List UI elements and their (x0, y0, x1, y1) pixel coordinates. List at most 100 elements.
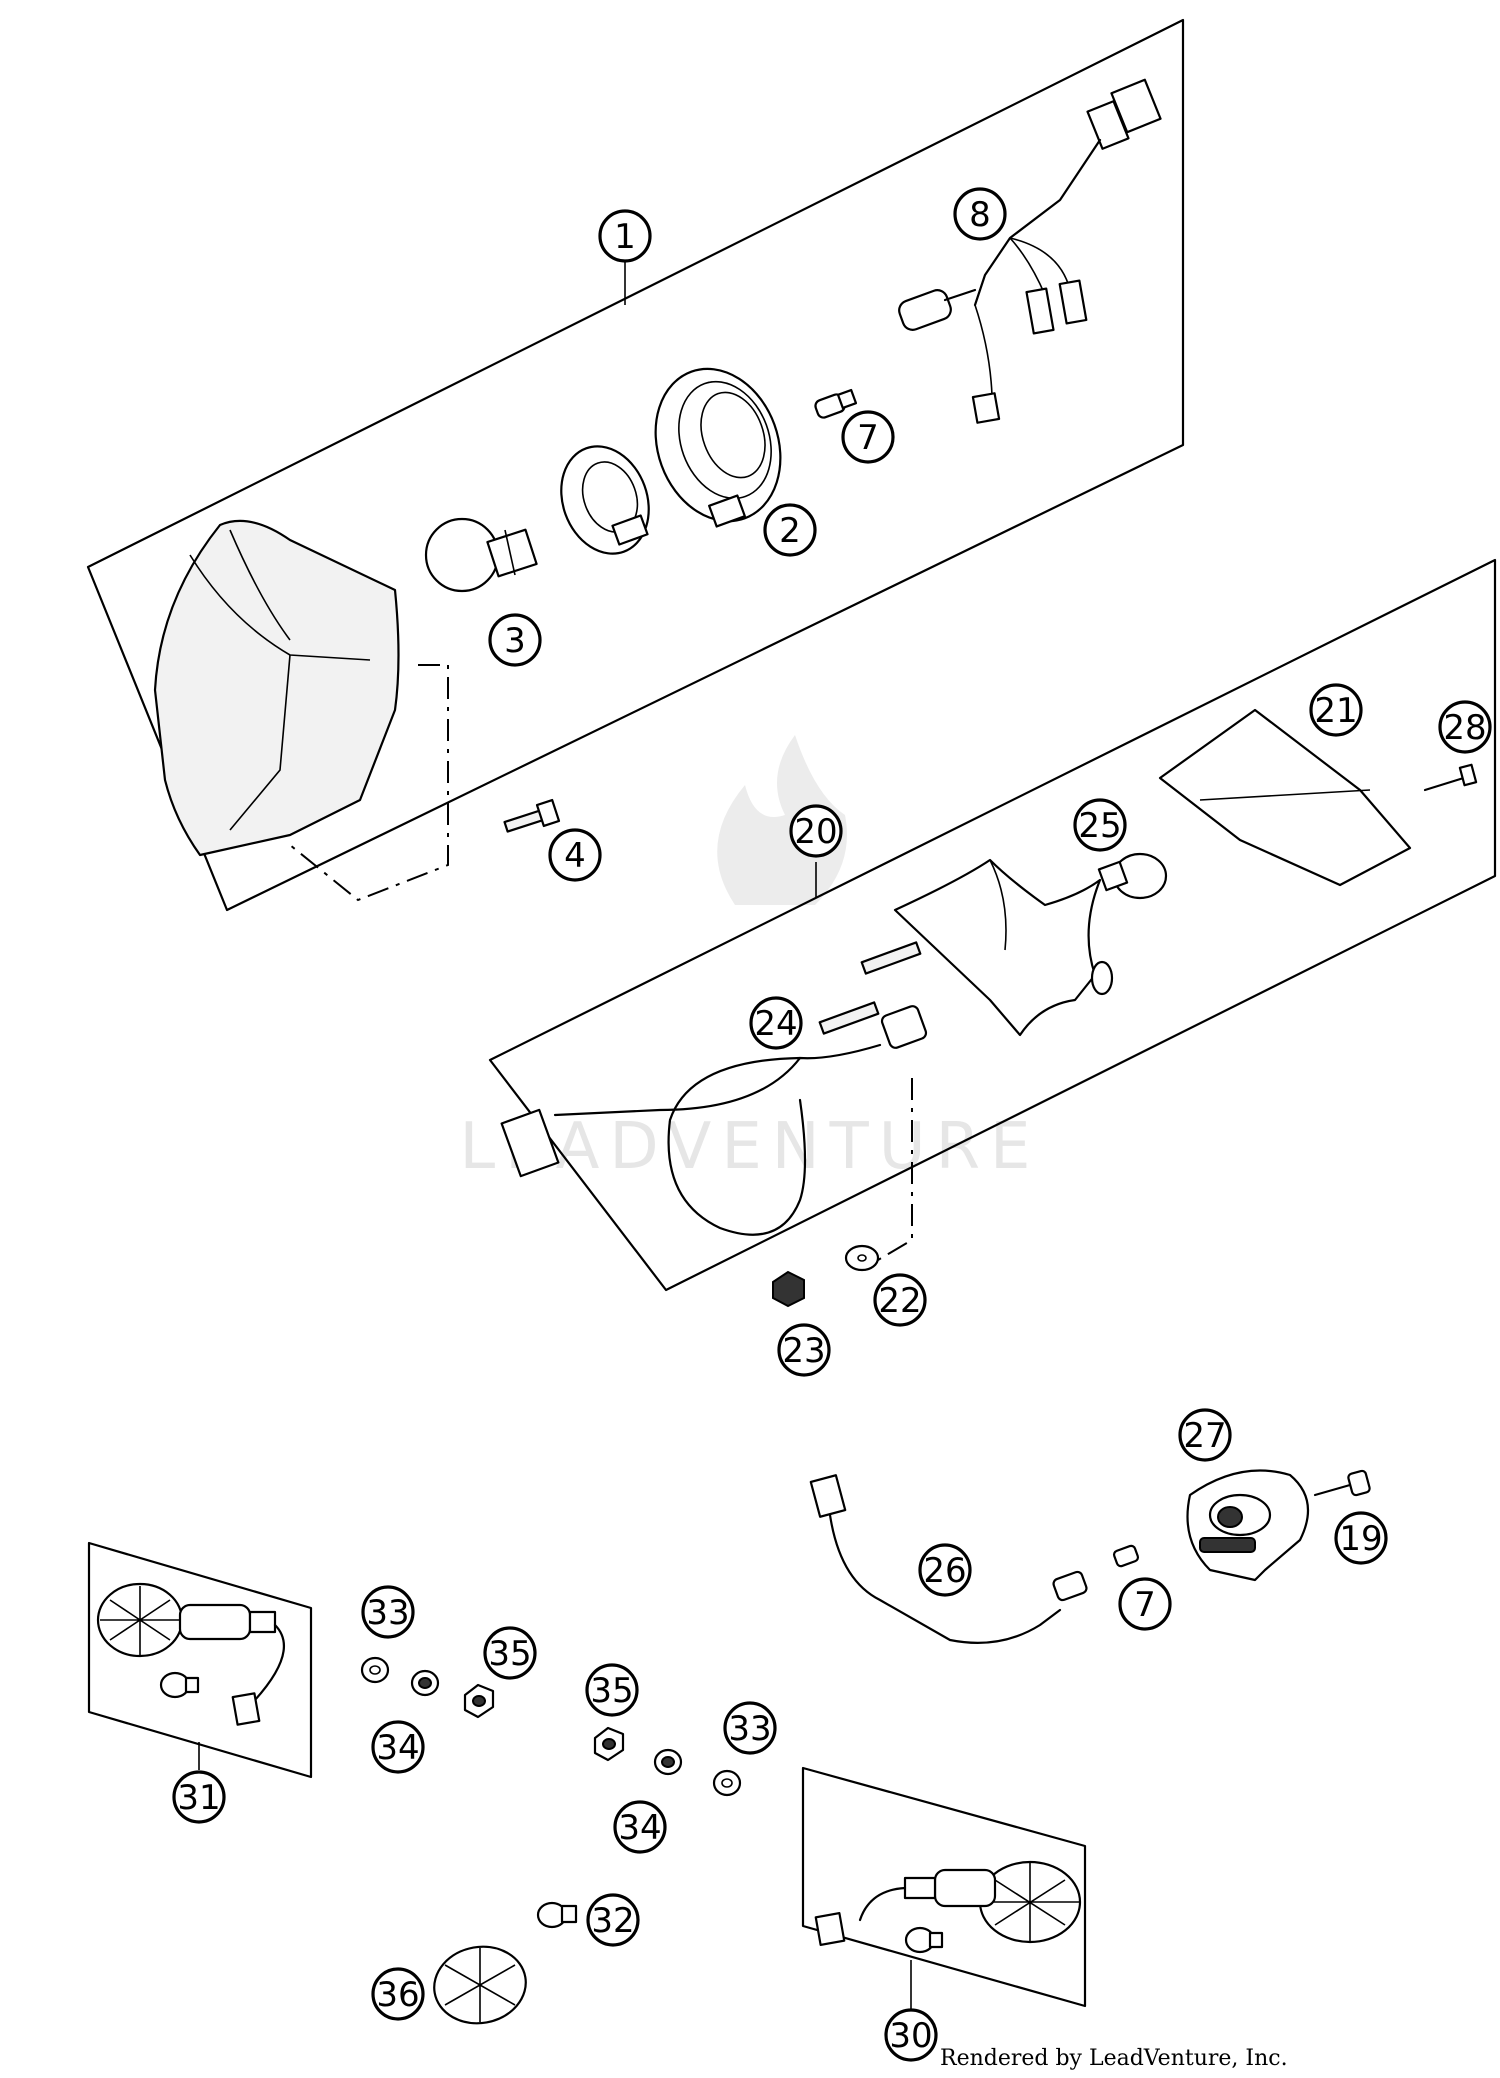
nut-right[interactable] (593, 1726, 625, 1762)
callout-24[interactable]: 24 (749, 996, 803, 1050)
svg-text:22: 22 (878, 1281, 921, 1321)
callout-19[interactable]: 19 (1334, 1511, 1388, 1565)
license-plate-light-group (809, 1469, 1371, 1644)
callout-33-right[interactable]: 33 (723, 1701, 777, 1755)
tail-light-group (488, 558, 1497, 1308)
left-turn-signal-group (87, 1541, 313, 1779)
callout-35-left[interactable]: 35 (483, 1626, 537, 1680)
turn-signal-hardware (360, 1656, 742, 2031)
callout-31[interactable]: 31 (172, 1770, 226, 1824)
svg-text:21: 21 (1314, 691, 1357, 731)
callout-30[interactable]: 30 (884, 2008, 938, 2062)
turn-signal-bulb-spare[interactable] (536, 1901, 578, 1929)
license-light-housing[interactable] (1186, 1469, 1310, 1582)
callout-20[interactable]: 20 (789, 804, 843, 858)
tail-mount-dash-line (877, 1078, 913, 1261)
svg-text:19: 19 (1339, 1519, 1382, 1559)
svg-text:25: 25 (1078, 806, 1121, 846)
headlight-mask[interactable] (153, 519, 400, 857)
headlight-group (86, 18, 1185, 912)
callout-4[interactable]: 4 (548, 828, 602, 882)
svg-text:35: 35 (488, 1634, 531, 1674)
headlight-wiring-harness[interactable] (896, 78, 1162, 424)
tail-light-group-frame (488, 558, 1497, 1292)
mounting-dash-line (289, 664, 449, 902)
license-light-bulb[interactable] (1112, 1544, 1140, 1568)
callout-21[interactable]: 21 (1309, 683, 1363, 737)
svg-text:33: 33 (728, 1709, 771, 1749)
lock-washer-right[interactable] (653, 1748, 683, 1776)
svg-text:4: 4 (564, 836, 586, 876)
tail-lamp-housing[interactable] (893, 858, 1114, 1037)
render-credit: Rendered by LeadVenture, Inc. (940, 2046, 1288, 2071)
license-light-cable[interactable] (809, 1474, 1088, 1644)
svg-text:7: 7 (1134, 1585, 1156, 1625)
callout-28[interactable]: 28 (1438, 700, 1492, 754)
right-turn-signal-bulb[interactable] (904, 1926, 944, 1954)
license-light-screw[interactable] (1313, 1469, 1371, 1497)
washer-right[interactable] (712, 1769, 742, 1797)
right-turn-signal-group (801, 1766, 1087, 2020)
lock-washer-left[interactable] (410, 1669, 440, 1697)
nut[interactable] (772, 1270, 805, 1308)
svg-text:33: 33 (366, 1593, 409, 1633)
parking-light-bulb[interactable] (814, 388, 858, 419)
right-turn-signal[interactable] (814, 1860, 1082, 1946)
bulb-holder-ring[interactable] (547, 434, 664, 566)
callout-7-license[interactable]: 7 (1118, 1577, 1172, 1631)
svg-text:34: 34 (618, 1808, 661, 1848)
callout-1[interactable]: 1 (598, 209, 652, 263)
washer-left[interactable] (360, 1656, 390, 1684)
headlight-bulb[interactable] (424, 517, 538, 593)
callout-23[interactable]: 23 (777, 1323, 831, 1377)
callout-34-right[interactable]: 34 (613, 1800, 667, 1854)
callout-27[interactable]: 27 (1178, 1408, 1232, 1462)
svg-text:32: 32 (591, 1901, 634, 1941)
callout-25[interactable]: 25 (1073, 798, 1127, 852)
rubber-boot[interactable] (635, 351, 801, 539)
tail-lamp-stud[interactable] (818, 941, 922, 1035)
callout-36[interactable]: 36 (371, 1967, 425, 2021)
callout-33-left[interactable]: 33 (361, 1585, 415, 1639)
svg-text:23: 23 (782, 1331, 825, 1371)
right-turn-signal-frame (801, 1766, 1087, 2008)
watermark: LEADVENTURE (460, 735, 1041, 1184)
callout-26[interactable]: 26 (918, 1543, 972, 1597)
callout-22[interactable]: 22 (873, 1273, 927, 1327)
turn-signal-lens[interactable] (428, 1940, 532, 2031)
tail-light-bulb[interactable] (1097, 852, 1168, 900)
svg-text:35: 35 (590, 1671, 633, 1711)
callouts: 1 2 3 4 7 8 20 21 22 23 24 25 28 19 26 2… (172, 187, 1492, 2062)
svg-text:2: 2 (779, 511, 801, 551)
headlight-screw[interactable] (503, 798, 561, 833)
svg-text:34: 34 (376, 1728, 419, 1768)
svg-text:24: 24 (754, 1004, 797, 1044)
svg-text:1: 1 (614, 217, 636, 257)
svg-text:30: 30 (889, 2016, 932, 2056)
nut-left[interactable] (463, 1683, 495, 1719)
left-turn-signal-frame (87, 1541, 313, 1779)
svg-text:8: 8 (969, 195, 991, 235)
lens-screw[interactable] (1423, 763, 1478, 792)
tail-light-lens-cover[interactable] (1158, 708, 1412, 887)
callout-8[interactable]: 8 (953, 187, 1007, 241)
svg-text:27: 27 (1183, 1416, 1226, 1456)
callout-2[interactable]: 2 (763, 503, 817, 557)
svg-text:20: 20 (794, 812, 837, 852)
callout-32[interactable]: 32 (586, 1893, 640, 1947)
left-turn-signal-bulb[interactable] (159, 1671, 200, 1699)
callout-35-right[interactable]: 35 (585, 1663, 639, 1717)
svg-text:3: 3 (504, 621, 526, 661)
svg-text:31: 31 (177, 1778, 220, 1818)
tail-light-wire-harness[interactable] (500, 1005, 928, 1236)
svg-text:36: 36 (376, 1975, 419, 2015)
left-turn-signal[interactable] (96, 1582, 285, 1726)
callout-34-left[interactable]: 34 (371, 1720, 425, 1774)
washer[interactable] (844, 1244, 880, 1272)
callout-3[interactable]: 3 (488, 613, 542, 667)
callout-7-parking[interactable]: 7 (841, 410, 895, 464)
watermark-text: LEADVENTURE (460, 1110, 1041, 1184)
svg-text:7: 7 (857, 418, 879, 458)
svg-text:28: 28 (1443, 708, 1486, 748)
